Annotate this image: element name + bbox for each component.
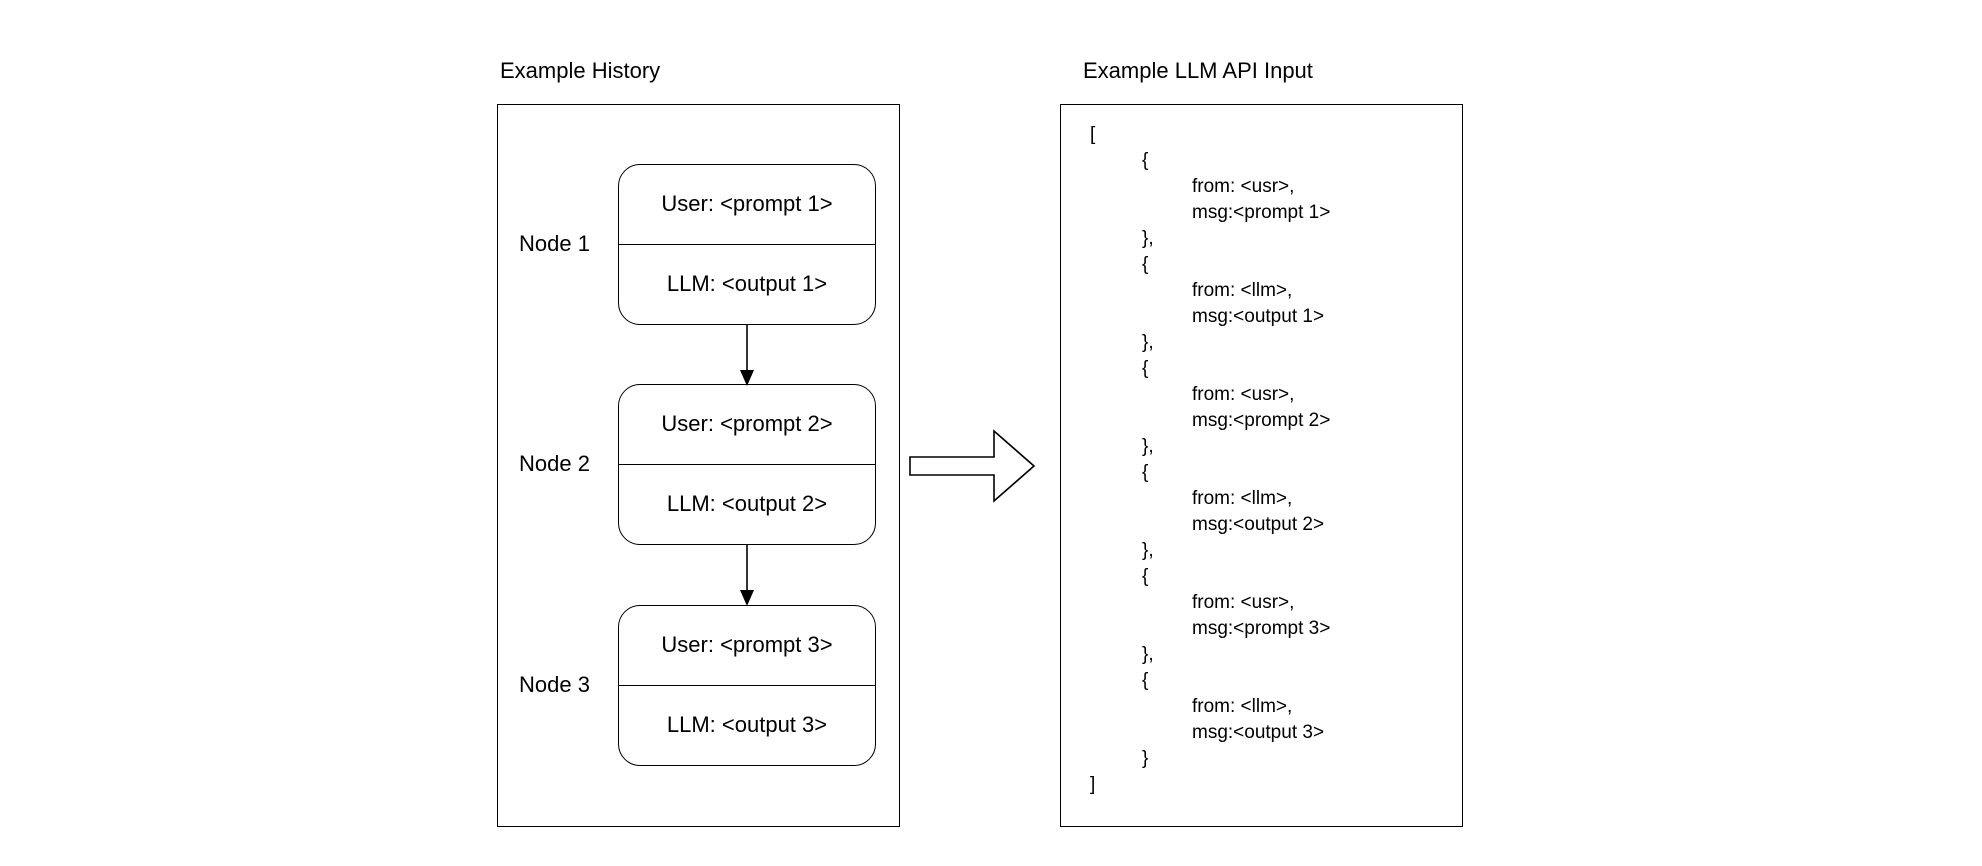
api-input-json: [ { from: <usr>, msg:<prompt 1>}, { from: <l… (1090, 122, 1330, 798)
json-message: { from: <usr>, msg:<prompt 3>}, (1090, 564, 1330, 668)
json-message: { from: <usr>, msg:<prompt 2>}, (1090, 356, 1330, 460)
json-message-open-brace: { (1142, 150, 1149, 171)
api-input-panel (1060, 104, 1463, 827)
json-message-close-brace: } (1142, 748, 1149, 769)
json-message-msg: msg:<output 3> (1192, 722, 1325, 743)
node-2: User: <prompt 2> LLM: <output 2> (618, 384, 876, 545)
json-message-from: from: <llm>, (1192, 280, 1293, 301)
json-message: { from: <llm>, msg:<output 1>}, (1090, 252, 1330, 356)
node-3-label: Node 3 (519, 672, 590, 697)
json-message-close-brace: }, (1142, 540, 1154, 561)
json-message-close-brace: }, (1142, 228, 1154, 249)
node-2-label: Node 2 (519, 451, 590, 476)
json-message-msg: msg:<prompt 2> (1192, 410, 1331, 431)
json-message-close-brace: }, (1142, 436, 1154, 457)
json-message-from: from: <usr>, (1192, 176, 1295, 197)
json-message-from: from: <usr>, (1192, 384, 1295, 405)
json-close-bracket: ] (1090, 774, 1096, 795)
history-title: Example History (500, 58, 661, 83)
json-message-open-brace: { (1142, 566, 1149, 587)
json-message-open-brace: { (1142, 462, 1149, 483)
json-message-from: from: <llm>, (1192, 696, 1293, 717)
json-message-from: from: <llm>, (1192, 488, 1293, 509)
node-1: User: <prompt 1> LLM: <output 1> (618, 164, 876, 325)
json-open-bracket: [ (1090, 124, 1096, 145)
json-message-msg: msg:<output 1> (1192, 306, 1325, 327)
json-message: { from: <usr>, msg:<prompt 1>}, (1090, 148, 1330, 252)
node-1-llm-message: LLM: <output 1> (666, 271, 828, 297)
node-3-llm-message: LLM: <output 3> (666, 712, 828, 738)
node-2-llm-message: LLM: <output 2> (666, 491, 828, 517)
json-message: { from: <llm>, msg:<output 2>}, (1090, 460, 1330, 564)
node-1-label: Node 1 (519, 231, 590, 256)
node-2-user-message: User: <prompt 2> (619, 385, 875, 465)
node-3: User: <prompt 3> LLM: <output 3> (618, 605, 876, 766)
json-message-from: from: <usr>, (1192, 592, 1295, 613)
node-3-user-message: User: <prompt 3> (619, 606, 875, 686)
json-message: { from: <llm>, msg:<output 3>} (1090, 668, 1330, 772)
json-message-open-brace: { (1142, 358, 1149, 379)
json-message-close-brace: }, (1142, 644, 1154, 665)
json-message-open-brace: { (1142, 254, 1149, 275)
node-1-user-message: User: <prompt 1> (619, 165, 875, 245)
json-message-msg: msg:<prompt 3> (1192, 618, 1331, 639)
json-message-msg: msg:<prompt 1> (1192, 202, 1331, 223)
json-message-close-brace: }, (1142, 332, 1154, 353)
api-input-title: Example LLM API Input (1083, 58, 1313, 83)
json-message-msg: msg:<output 2> (1192, 514, 1325, 535)
json-message-open-brace: { (1142, 670, 1149, 691)
